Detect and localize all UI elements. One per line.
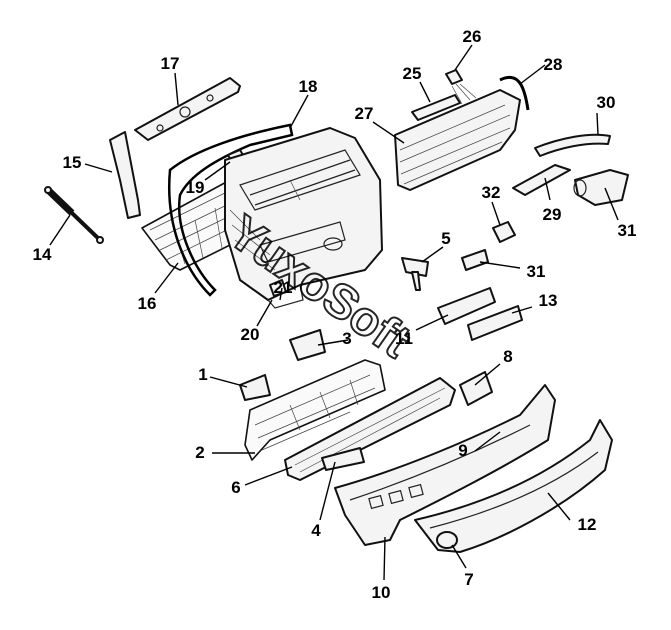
callout-14: 14 [33, 245, 52, 264]
leader-lines [49, 44, 619, 581]
part-30-lock [573, 169, 629, 206]
callout-12: 12 [578, 515, 597, 534]
part-8-bracket [459, 371, 493, 406]
part-3-bracket [289, 329, 326, 361]
callout-32: 32 [482, 183, 501, 202]
part-7-reflector [436, 531, 458, 549]
callout-4: 4 [311, 521, 321, 540]
part-1-bracket [239, 374, 271, 401]
callout-25: 26 [463, 27, 482, 46]
callout-26: 27 [355, 104, 374, 123]
callout-29: 30 [597, 93, 616, 112]
part-28-trim-strip [512, 164, 571, 196]
callout-16: 16 [138, 294, 157, 313]
part-29-handle [534, 133, 611, 157]
part-17-hinge-bracket [134, 77, 241, 141]
callout-9: 9 [458, 441, 467, 460]
part-13-plate [467, 305, 523, 341]
part-16-inner-panel [141, 179, 241, 271]
callout-7: 7 [464, 570, 473, 589]
callout-11: 11 [395, 329, 413, 348]
part-14-gas-strut [44, 186, 104, 244]
callout-28: 29 [543, 205, 562, 224]
callout-labels: 17 15 14 16 18 19 20 21 26 25 27 28 30 2… [33, 27, 637, 602]
callout-1: 1 [198, 365, 207, 384]
callout-19: 19 [186, 178, 205, 197]
callout-2: 2 [195, 443, 204, 462]
part-15-side-trim [109, 131, 141, 219]
part-25-washer-jet [445, 69, 477, 105]
part-11-plate-bracket [437, 287, 496, 325]
callout-10: 10 [372, 583, 391, 602]
callout-5: 5 [441, 229, 450, 248]
callout-30: 31 [618, 221, 637, 240]
callout-6: 6 [231, 478, 240, 497]
part-31-switch [461, 249, 489, 271]
part-18-tailgate-seal [168, 123, 294, 297]
callout-27: 28 [544, 55, 563, 74]
callout-24: 25 [403, 64, 422, 83]
part-2-floor-panel [244, 359, 386, 461]
callout-17: 17 [161, 54, 180, 73]
callout-15: 15 [63, 153, 82, 172]
callout-31: 31 [527, 262, 546, 281]
part-26-rear-window [394, 89, 521, 191]
part-10-bumper [334, 384, 556, 546]
part-32-bracket [492, 221, 516, 243]
callout-8: 8 [503, 347, 512, 366]
part-12-bumper-cover [414, 419, 613, 553]
part-4-bracket [321, 447, 365, 471]
part-5-key-lock [401, 257, 429, 291]
callout-18: 18 [299, 77, 318, 96]
tailgate-body [224, 127, 383, 309]
callout-13: 13 [539, 291, 558, 310]
callout-20: 20 [241, 325, 260, 344]
callout-3: 3 [342, 329, 351, 348]
part-24-brake-light [411, 94, 461, 121]
callout-21: 21 [274, 278, 293, 297]
